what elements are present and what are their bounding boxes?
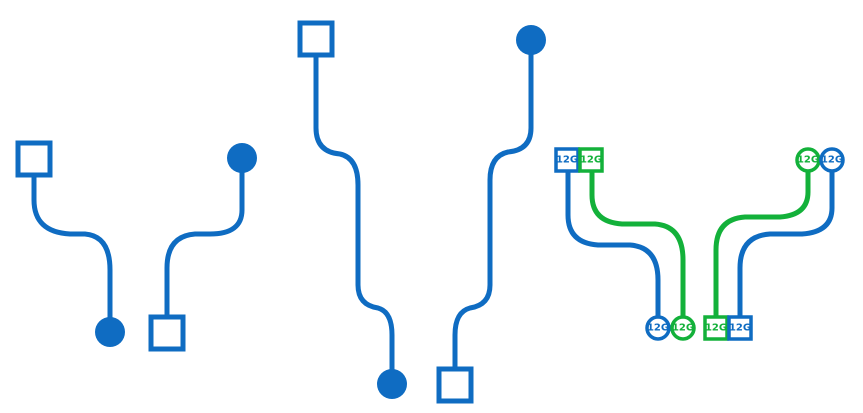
dot-terminal-icon bbox=[377, 369, 407, 399]
terminal-label: 12G bbox=[647, 323, 669, 334]
wire-bundle-green-left bbox=[589, 167, 686, 321]
square-terminal-icon bbox=[15, 140, 53, 178]
wire-bundle-green-right bbox=[713, 167, 811, 321]
circle-terminal-icon bbox=[819, 147, 845, 173]
square-terminal-icon bbox=[297, 20, 335, 58]
tall-connector-pair bbox=[297, 20, 546, 404]
terminal-label: 12G bbox=[556, 155, 578, 166]
dot-terminal-icon bbox=[516, 25, 546, 55]
labelled-wire-bundle: 12G 12G 12G 12G 12G 12G 12G 12G bbox=[554, 147, 845, 341]
square-terminal-icon bbox=[703, 315, 729, 341]
small-connector-pair bbox=[15, 140, 257, 352]
terminal-label: 12G bbox=[821, 155, 843, 166]
wire-small-right bbox=[164, 155, 245, 335]
circle-terminal-icon bbox=[795, 147, 821, 173]
circle-terminal-icon bbox=[670, 315, 696, 341]
square-terminal-icon bbox=[727, 315, 753, 341]
dot-terminal-icon bbox=[95, 317, 125, 347]
terminal-label: 12G bbox=[729, 323, 751, 334]
wire-small-left bbox=[31, 157, 113, 335]
square-terminal-icon bbox=[578, 147, 604, 173]
square-terminal-icon bbox=[554, 147, 580, 173]
wire-tall-left bbox=[313, 37, 395, 386]
wire-bundle-blue-right bbox=[737, 167, 835, 321]
terminal-label: 12G bbox=[672, 323, 694, 334]
wire-tall-right bbox=[452, 37, 534, 388]
terminal-label: 12G bbox=[705, 323, 727, 334]
dot-terminal-icon bbox=[227, 143, 257, 173]
square-terminal-icon bbox=[436, 366, 474, 404]
terminal-label: 12G bbox=[797, 155, 819, 166]
circle-terminal-icon bbox=[645, 315, 671, 341]
wire-bundle-blue-left bbox=[565, 167, 661, 321]
square-terminal-icon bbox=[148, 314, 186, 352]
terminal-label: 12G bbox=[580, 155, 602, 166]
